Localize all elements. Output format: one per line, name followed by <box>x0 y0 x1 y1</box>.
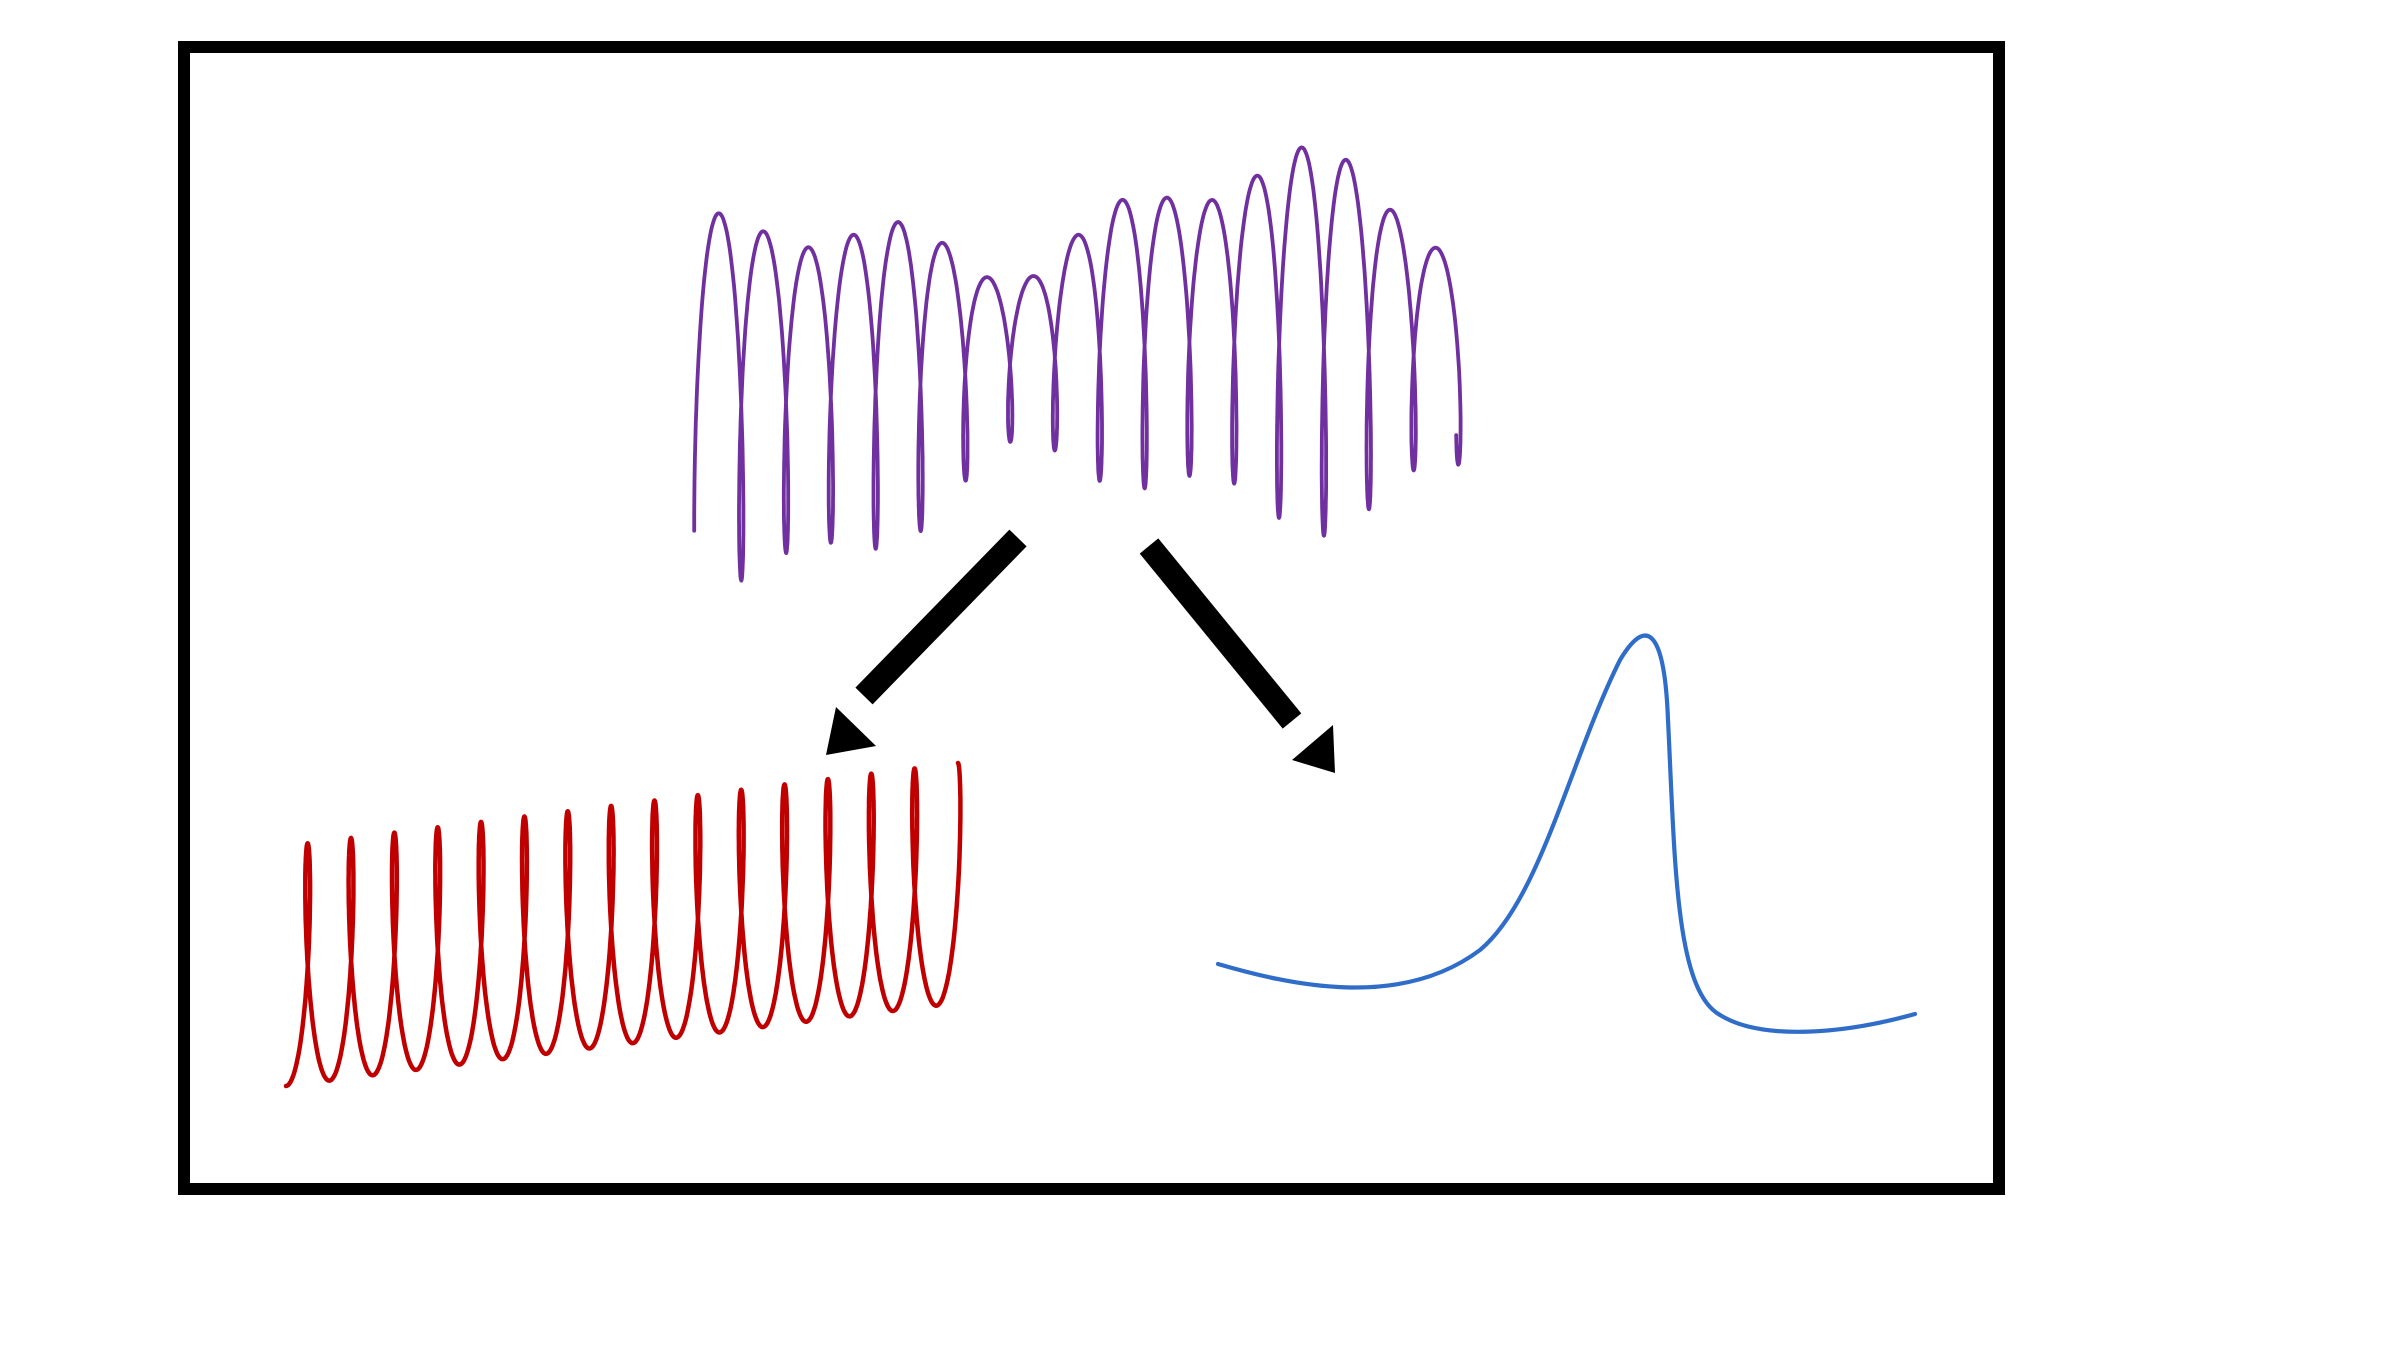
diagram-frame <box>178 41 2005 1195</box>
left-arrow <box>826 529 1027 755</box>
right-arrow-shaft <box>1139 538 1302 729</box>
left-arrow-shaft <box>855 529 1027 705</box>
periodic-signal-waveform <box>283 760 963 1089</box>
right-arrow <box>1139 538 1335 773</box>
right-arrow-head <box>1292 725 1335 773</box>
peak-signal-curve <box>1215 633 1918 1034</box>
composite-signal-waveform <box>692 145 1463 583</box>
left-arrow-head <box>826 707 876 755</box>
